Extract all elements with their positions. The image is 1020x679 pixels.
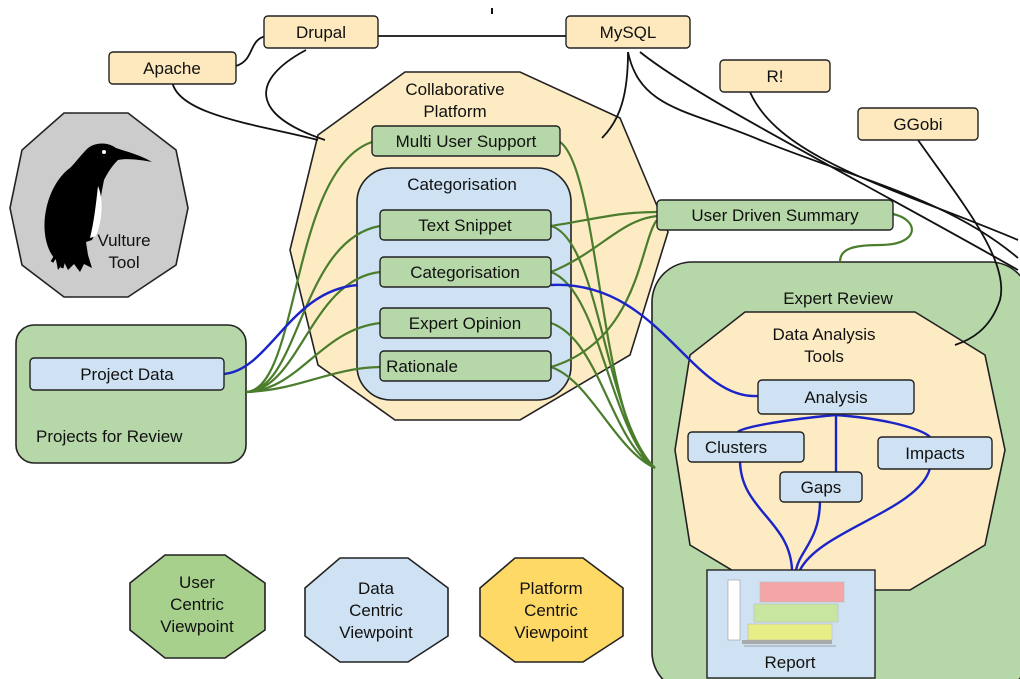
ggobi-box: GGobi [857, 107, 979, 141]
svg-text:Analysis: Analysis [804, 388, 867, 407]
data-analysis-octagon [674, 311, 1006, 591]
gaps-box: Gaps [779, 471, 863, 503]
svg-text:Viewpoint: Viewpoint [514, 623, 588, 642]
data-analysis-title-line1: Data Analysis [773, 325, 876, 344]
apache-box: Apache [108, 51, 237, 85]
svg-text:Impacts: Impacts [905, 444, 965, 463]
vulture-label-line2: Tool [108, 253, 139, 272]
r-box: R! [719, 59, 831, 93]
svg-text:Text Snippet: Text Snippet [418, 216, 512, 235]
svg-text:Viewpoint: Viewpoint [160, 617, 234, 636]
mysql-box: MySQL [565, 15, 691, 49]
tech-stack-connectors [171, 35, 1019, 346]
svg-text:Drupal: Drupal [296, 23, 346, 42]
svg-text:Gaps: Gaps [801, 478, 842, 497]
svg-text:Viewpoint: Viewpoint [339, 623, 413, 642]
svg-text:Categorisation: Categorisation [410, 263, 520, 282]
data-centric-connectors [223, 283, 932, 571]
text-snippet-box: Text Snippet [379, 209, 552, 241]
svg-text:R!: R! [767, 67, 784, 86]
user-centric-viewpoint: User Centric Viewpoint [129, 554, 266, 659]
data-analysis-title-line2: Tools [804, 347, 844, 366]
platform-title-line1: Collaborative [405, 80, 504, 99]
expert-opinion-box: Expert Opinion [379, 307, 552, 339]
svg-text:Apache: Apache [143, 59, 201, 78]
svg-text:MySQL: MySQL [600, 23, 657, 42]
report-label: Report [764, 653, 815, 672]
rationale-box: Rationale [379, 350, 552, 382]
user-centric-connectors [245, 140, 913, 470]
impacts-box: Impacts [877, 436, 993, 470]
svg-text:Centric: Centric [524, 601, 578, 620]
svg-text:Data: Data [358, 579, 394, 598]
svg-text:Centric: Centric [349, 601, 403, 620]
vulture-label-line1: Vulture [97, 231, 150, 250]
svg-text:Rationale: Rationale [386, 357, 458, 376]
analysis-box: Analysis [757, 379, 915, 415]
data-centric-viewpoint: Data Centric Viewpoint [304, 557, 449, 663]
platform-centric-viewpoint: Platform Centric Viewpoint [479, 557, 624, 663]
platform-title-line2: Platform [423, 102, 486, 121]
svg-text:GGobi: GGobi [893, 115, 942, 134]
svg-text:Expert Opinion: Expert Opinion [409, 314, 521, 333]
svg-text:User Driven Summary: User Driven Summary [691, 206, 859, 225]
svg-text:Platform: Platform [519, 579, 582, 598]
vulture-bird-icon [44, 143, 152, 272]
categorisation-title: Categorisation [407, 175, 517, 194]
expert-review-title: Expert Review [783, 289, 893, 308]
categorisation-item-box: Categorisation [379, 256, 552, 288]
svg-text:Multi User Support: Multi User Support [396, 132, 537, 151]
svg-text:Clusters: Clusters [705, 438, 767, 457]
clusters-box: Clusters [687, 431, 805, 463]
report-thumbnail-icon [727, 579, 845, 647]
top-mark [491, 8, 493, 14]
drupal-box: Drupal [263, 15, 379, 49]
svg-text:User: User [179, 573, 215, 592]
projects-for-review-title: Projects for Review [36, 427, 183, 446]
svg-text:Centric: Centric [170, 595, 224, 614]
multi-user-support-box: Multi User Support [371, 125, 561, 157]
project-data-box: Project Data [29, 357, 225, 391]
user-driven-summary-box: User Driven Summary [656, 199, 894, 231]
svg-text:Project Data: Project Data [80, 365, 174, 384]
